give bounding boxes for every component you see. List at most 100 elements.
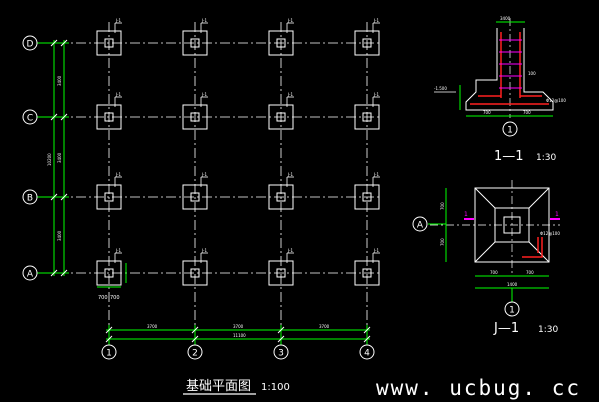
footing-outline xyxy=(268,260,294,286)
axis-label: B xyxy=(27,194,33,204)
axis-bubble-1 xyxy=(101,344,117,360)
footing-title: J—1 xyxy=(493,321,519,336)
footing-axis-bubble-bottom xyxy=(504,301,520,317)
dim-arrow xyxy=(277,326,285,334)
dim-arrow xyxy=(60,269,68,277)
footing-tag: J-1 xyxy=(373,92,379,97)
watermark: www. ucbug. cc xyxy=(375,376,581,400)
axis-bubble-D xyxy=(22,35,38,51)
footing-B2: J-1 xyxy=(182,172,208,210)
footing-tag: J-1 xyxy=(287,172,293,177)
footing-outline xyxy=(96,260,122,286)
column-outline xyxy=(104,112,114,122)
footing-tag: J-1 xyxy=(373,18,379,23)
axis-label: C xyxy=(27,114,33,124)
dim-text-left: 3400 xyxy=(57,230,62,241)
footing-outline xyxy=(96,184,122,210)
footing-tag: J-1 xyxy=(287,18,293,23)
section-mark-label: 1 xyxy=(464,211,468,218)
footing-outline xyxy=(182,260,208,286)
column-outline xyxy=(276,268,286,278)
section-scale: 1:30 xyxy=(536,153,556,163)
axis-bubble-4 xyxy=(359,344,375,360)
dim-arrow xyxy=(191,326,199,334)
footing-outline xyxy=(268,184,294,210)
column-outline xyxy=(362,112,372,122)
dim-arrow xyxy=(50,193,58,201)
section-label: Φ12@100 xyxy=(546,98,566,103)
footing-scale: 1:30 xyxy=(538,325,558,335)
column-outline xyxy=(190,268,200,278)
column-outline xyxy=(190,192,200,202)
footing-outline xyxy=(354,30,380,56)
footing-A2: J-1 xyxy=(182,248,208,286)
pad-dim-text: 700 xyxy=(98,295,108,301)
column-outline xyxy=(276,192,286,202)
footing-B1: J-1 xyxy=(96,172,122,210)
footing-outline xyxy=(268,104,294,130)
rebar-hint xyxy=(522,237,543,258)
dim-text-left: 3400 xyxy=(57,152,62,163)
section-label: 700 xyxy=(523,110,531,115)
axis-bubble-3 xyxy=(273,344,289,360)
footing-tag: J-1 xyxy=(201,248,207,253)
pad-dim-text: 700 xyxy=(110,295,120,301)
footing-A3: J-1 xyxy=(268,248,294,286)
footing-axis-bubble-top xyxy=(412,216,428,232)
column-outline xyxy=(104,192,114,202)
footing-tag: J-1 xyxy=(201,92,207,97)
footing-outline xyxy=(268,30,294,56)
axis-label: 3 xyxy=(278,349,284,359)
footing-A1: J-1 xyxy=(96,248,122,286)
footing-outline xyxy=(182,184,208,210)
axis-grid xyxy=(40,22,382,342)
slope-line xyxy=(528,241,550,263)
axis-label: A xyxy=(27,270,34,280)
footing-C2: J-1 xyxy=(182,92,208,130)
slope-line xyxy=(528,187,550,209)
footing-tag: J-1 xyxy=(373,248,379,253)
axis-bubble-C xyxy=(22,109,38,125)
footing-label: 700 xyxy=(440,202,445,210)
section-label: 700 xyxy=(483,110,491,115)
column-outline xyxy=(362,268,372,278)
footing-B3: J-1 xyxy=(268,172,294,210)
dim-text-left: 3400 xyxy=(57,75,62,86)
footing-D4: J-1 xyxy=(354,18,380,56)
dim-arrow xyxy=(50,39,58,47)
section-axis-bubble xyxy=(502,121,518,137)
footing-tag: J-1 xyxy=(373,172,379,177)
axis-bubble-2 xyxy=(187,344,203,360)
axis-label: 1 xyxy=(106,349,112,359)
footing-outline xyxy=(354,104,380,130)
section-mark-label: 1 xyxy=(555,211,559,218)
section-label: 3400 xyxy=(500,16,511,21)
slope-line xyxy=(474,187,496,209)
footing-outline xyxy=(96,104,122,130)
slope-line xyxy=(474,241,496,263)
section-label: 100 xyxy=(528,71,536,76)
column-outline xyxy=(104,268,114,278)
footing-B4: J-1 xyxy=(354,172,380,210)
section-label: -1.500 xyxy=(434,86,447,91)
plan-scale: 1:100 xyxy=(261,382,290,393)
footing-label: 1400 xyxy=(507,282,518,287)
footing-tag: J-1 xyxy=(201,18,207,23)
footing-outline xyxy=(182,30,208,56)
column-outline xyxy=(362,38,372,48)
dim-arrow xyxy=(363,335,371,343)
footing-tag: J-1 xyxy=(287,92,293,97)
dim-text-bottom-total: 11100 xyxy=(233,333,246,338)
footing-outline xyxy=(354,260,380,286)
dim-arrow xyxy=(105,326,113,334)
footing-label: 700 xyxy=(490,270,498,275)
footing-C3: J-1 xyxy=(268,92,294,130)
section-axis-label: 1 xyxy=(507,126,513,136)
footing-label: 700 xyxy=(440,238,445,246)
footing-D3: J-1 xyxy=(268,18,294,56)
dim-text-bottom: 3700 xyxy=(319,324,330,329)
plan-title: 基础平面图 xyxy=(186,379,251,394)
